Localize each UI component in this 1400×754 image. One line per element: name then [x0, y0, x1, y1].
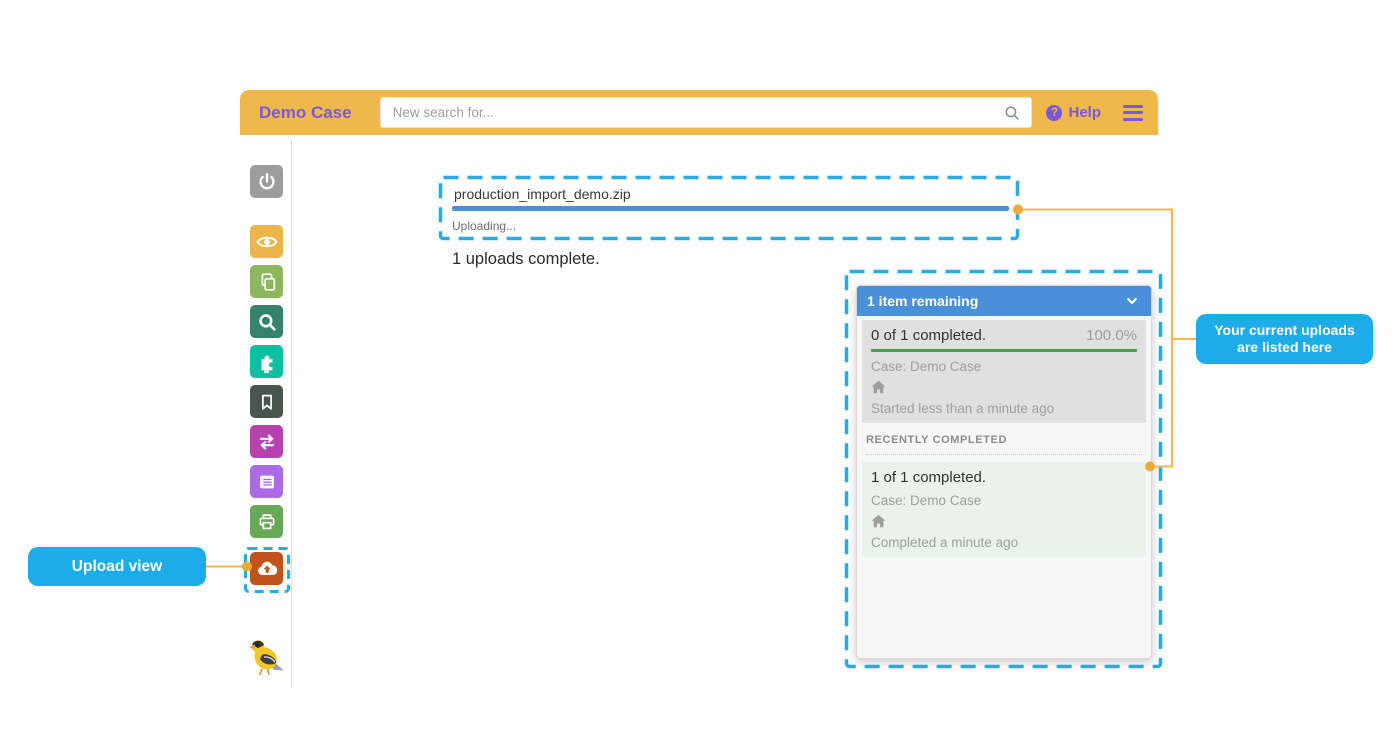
power-icon: [256, 171, 278, 193]
print-icon: [256, 511, 278, 533]
callout-label: Upload view: [71, 557, 163, 575]
home-icon: [871, 514, 1137, 528]
callout-label: Your current uploads are listed here: [1214, 321, 1355, 356]
transfer-icon: [256, 431, 278, 453]
sidebar-button-power[interactable]: [250, 165, 283, 198]
upload-icon: [255, 557, 279, 581]
help-button[interactable]: ? Help: [1046, 104, 1101, 121]
recently-completed-label: RECENTLY COMPLETED: [866, 434, 1142, 455]
search-icon[interactable]: [1003, 104, 1021, 122]
queue-item-title: 0 of 1 completed.: [871, 327, 987, 344]
eye-icon: [255, 230, 279, 254]
list-icon: [256, 471, 278, 493]
sidebar-button-transfer[interactable]: [250, 425, 283, 458]
uploads-complete-text: 1 uploads complete.: [452, 250, 600, 268]
queue-item-progress-bar: [871, 349, 1137, 352]
callout-upload-view: Upload view: [28, 547, 206, 586]
queue-item-time: Started less than a minute ago: [871, 401, 1055, 416]
sidebar-button-duplicate[interactable]: [250, 265, 283, 298]
copy-icon: [256, 271, 278, 293]
upload-filename: production_import_demo.zip: [454, 186, 631, 202]
queue-item-case: Case: Demo Case: [871, 493, 982, 508]
home-icon: [871, 380, 1137, 394]
sidebar-button-bookmarks[interactable]: [250, 385, 283, 418]
chevron-down-icon[interactable]: [1123, 292, 1141, 310]
goldfinch-bird-logo: [248, 634, 286, 683]
search-input[interactable]: [380, 105, 1004, 120]
queue-item-active: 0 of 1 completed. 100.0% Case: Demo Case…: [862, 320, 1146, 423]
upload-progress-bar: [452, 206, 1009, 211]
queue-item-completed: 1 of 1 completed. Case: Demo Case Comple…: [862, 462, 1146, 557]
sidebar-button-print[interactable]: [250, 505, 283, 538]
search-bar[interactable]: [379, 97, 1033, 128]
app-header: Demo Case ? Help: [240, 90, 1158, 135]
menu-button[interactable]: [1123, 104, 1143, 121]
queue-item-percent: 100.0%: [1086, 327, 1137, 344]
queue-header-label: 1 item remaining: [867, 293, 979, 309]
sidebar-divider: [291, 140, 292, 688]
search-icon: [256, 311, 278, 333]
upload-status: Uploading...: [452, 219, 517, 233]
sidebar-button-index[interactable]: [250, 465, 283, 498]
sidebar-button-search[interactable]: [250, 305, 283, 338]
queue-item-case: Case: Demo Case: [871, 359, 982, 374]
queue-item-title: 1 of 1 completed.: [871, 469, 987, 486]
sidebar-button-view[interactable]: [250, 225, 283, 258]
queue-panel-header[interactable]: 1 item remaining: [857, 286, 1151, 316]
sidebar-button-plugins[interactable]: [250, 345, 283, 378]
callout-uploads-listed: Your current uploads are listed here: [1196, 314, 1373, 364]
help-icon: ?: [1046, 104, 1063, 121]
sidebar-button-upload[interactable]: [250, 552, 283, 585]
upload-queue-panel: 1 item remaining 0 of 1 completed. 100.0…: [856, 285, 1152, 659]
bookmark-icon: [256, 391, 278, 413]
queue-item-time: Completed a minute ago: [871, 535, 1019, 550]
hamburger-icon: [1123, 104, 1143, 108]
connector-dot: [1013, 204, 1023, 215]
puzzle-icon: [256, 351, 278, 373]
case-title: Demo Case: [259, 102, 352, 122]
help-label: Help: [1068, 104, 1101, 121]
